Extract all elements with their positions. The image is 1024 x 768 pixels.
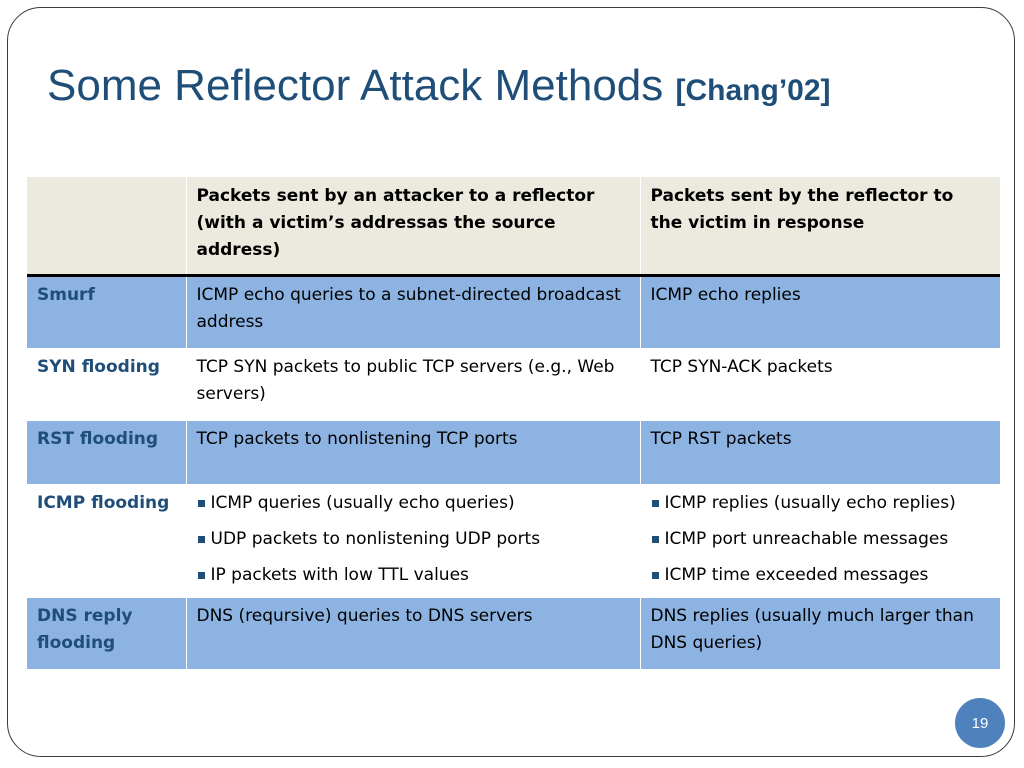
row-response-cell: DNS replies (usually much larger than DN…: [639, 597, 1000, 669]
list-item: ICMP replies (usually echo replies): [651, 490, 991, 517]
row-response-cell: TCP RST packets: [639, 420, 1000, 485]
table-row: RST flooding TCP packets to nonlistening…: [27, 420, 1000, 485]
row-attacker-cell: TCP packets to nonlistening TCP ports: [185, 420, 640, 485]
slide-title-citation: [Chang’02]: [675, 74, 831, 107]
row-method-cell: RST flooding: [27, 420, 186, 485]
row-attacker-cell: ICMP queries (usually echo queries) UDP …: [185, 484, 640, 598]
row-response-cell: ICMP echo replies: [639, 275, 1000, 349]
table-header-row: Packets sent by an attacker to a reflect…: [27, 177, 1000, 277]
row-attacker-cell: DNS (reqursive) queries to DNS servers: [185, 597, 640, 669]
row-method-cell: Smurf: [27, 275, 186, 349]
reflector-methods-table: Packets sent by an attacker to a reflect…: [27, 177, 1000, 669]
header-cell-attacker-packets: Packets sent by an attacker to a reflect…: [185, 177, 640, 277]
list-item: ICMP time exceeded messages: [651, 562, 991, 589]
row-response-cell: ICMP replies (usually echo replies) ICMP…: [639, 484, 1000, 598]
bullet-list: ICMP replies (usually echo replies) ICMP…: [651, 490, 991, 589]
list-item: ICMP queries (usually echo queries): [197, 490, 630, 517]
row-response-cell: TCP SYN-ACK packets: [639, 348, 1000, 421]
row-attacker-cell: TCP SYN packets to public TCP servers (e…: [185, 348, 640, 421]
row-method-cell: ICMP flooding: [27, 484, 186, 598]
list-item: ICMP port unreachable messages: [651, 526, 991, 553]
table-row: ICMP flooding ICMP queries (usually echo…: [27, 484, 1000, 598]
table-row: Smurf ICMP echo queries to a subnet-dire…: [27, 275, 1000, 349]
table-row: SYN flooding TCP SYN packets to public T…: [27, 348, 1000, 421]
bullet-list: ICMP queries (usually echo queries) UDP …: [197, 490, 630, 589]
page-number-badge: 19: [955, 698, 1005, 748]
table-row: DNS reply flooding DNS (reqursive) queri…: [27, 597, 1000, 669]
slide-title-text: Some Reflector Attack Methods: [47, 61, 676, 110]
row-attacker-cell: ICMP echo queries to a subnet-directed b…: [185, 275, 640, 349]
slide-title: Some Reflector Attack Methods [Chang’02]: [47, 61, 831, 110]
header-cell-method: [27, 177, 186, 277]
header-cell-reflector-packets: Packets sent by the reflector to the vic…: [639, 177, 1000, 277]
row-method-cell: DNS reply flooding: [27, 597, 186, 669]
list-item: UDP packets to nonlistening UDP ports: [197, 526, 630, 553]
row-method-cell: SYN flooding: [27, 348, 186, 421]
list-item: IP packets with low TTL values: [197, 562, 630, 589]
